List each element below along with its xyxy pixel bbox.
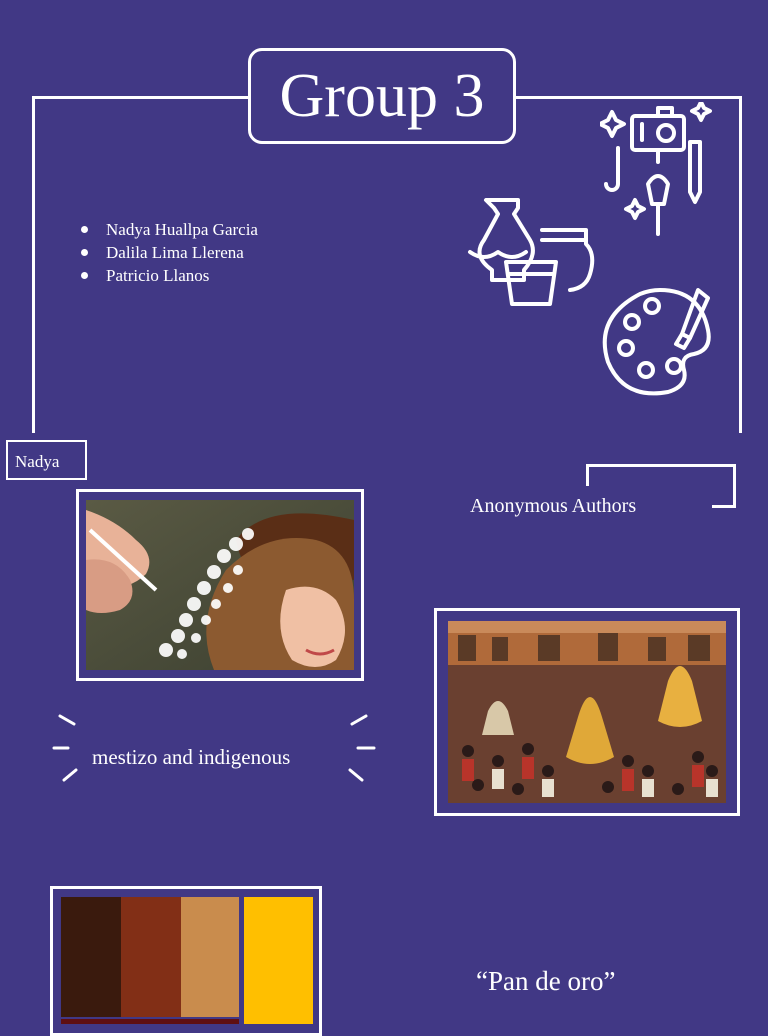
frame-line-right-vertical [739,96,742,433]
pan-de-oro-label: “Pan de oro” [476,966,616,996]
list-item: Nadya Huallpa Garcia [78,218,258,241]
bracket-top [586,464,736,467]
frame-line-right-top [516,96,742,99]
bracket-left [586,464,589,486]
camera-art-tools-icon [600,102,712,236]
mestizo-label: mestizo and indigenous [92,745,291,769]
color-swatch-dark-brown [61,897,121,1017]
name-tag: Nadya [6,440,87,480]
pottery-icon [468,198,595,306]
frame-line-left-vertical [32,96,35,433]
anonymous-authors-label: Anonymous Authors [470,495,637,517]
color-swatch-maroon [61,1019,239,1024]
color-swatch-tan [181,897,239,1017]
color-swatch-rust [121,897,181,1017]
photo-frame [76,489,364,681]
paint-palette-icon [602,288,711,396]
gold-leaf-painting-photo [86,500,354,670]
list-item: Dalila Lima Llerena [78,241,258,264]
burst-marks-right [348,714,376,782]
list-item: Patricio Llanos [78,264,258,287]
burst-marks-left [52,714,78,782]
member-list: Nadya Huallpa Garcia Dalila Lima Llerena… [78,218,258,287]
frame-line-left-top [32,96,248,99]
color-swatch-gold [244,897,313,1024]
page-title: Group 3 [248,48,516,144]
painting-frame [434,608,740,816]
procession-painting [448,621,726,803]
bracket-right [733,464,736,508]
bracket-bottom [712,505,736,508]
